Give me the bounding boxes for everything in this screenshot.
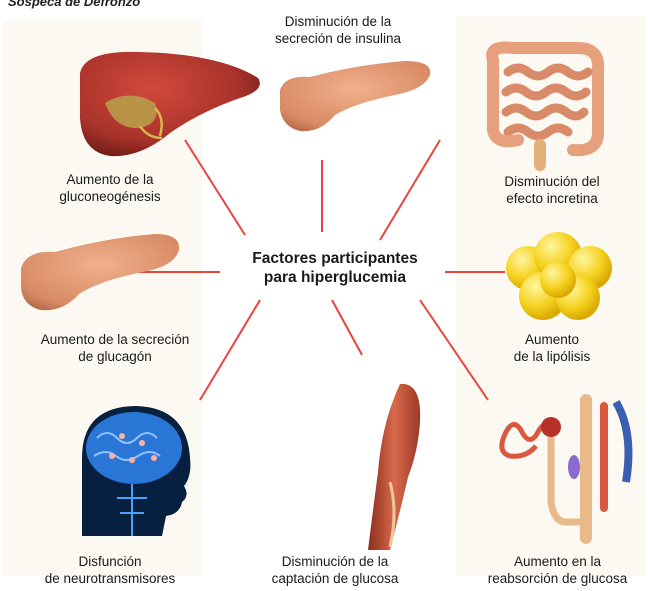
kidney-nephron-icon bbox=[496, 392, 636, 547]
label-liver: Aumento de la gluconeogénesis bbox=[20, 171, 200, 205]
muscle-arm-icon bbox=[360, 382, 440, 552]
label-insulin: Disminución de la secreción de insulina bbox=[258, 13, 418, 47]
intestine-icon bbox=[478, 40, 608, 170]
brain-head-icon bbox=[62, 398, 202, 538]
fat-cells-icon bbox=[498, 228, 618, 328]
label-incretin: Disminución del efecto incretina bbox=[462, 173, 642, 207]
label-glucagon: Aumento de la secreción de glucagón bbox=[20, 331, 210, 365]
label-glucose-uptake: Disminución de la captación de glucosa bbox=[250, 553, 420, 587]
label-lipolysis: Aumento de la lipólisis bbox=[487, 331, 617, 365]
label-neuro: Disfunción de neurotransmisores bbox=[20, 553, 200, 587]
pancreas-top-icon bbox=[275, 55, 435, 140]
connector-incretin bbox=[380, 140, 440, 240]
label-reabsorption: Aumento en la reabsorción de glucosa bbox=[470, 553, 645, 587]
liver-icon bbox=[70, 48, 270, 163]
connector-glucose-uptake bbox=[332, 300, 362, 355]
pancreas-left-icon bbox=[15, 228, 185, 318]
center-title: Factores participantes para hiperglucemi… bbox=[205, 249, 465, 287]
